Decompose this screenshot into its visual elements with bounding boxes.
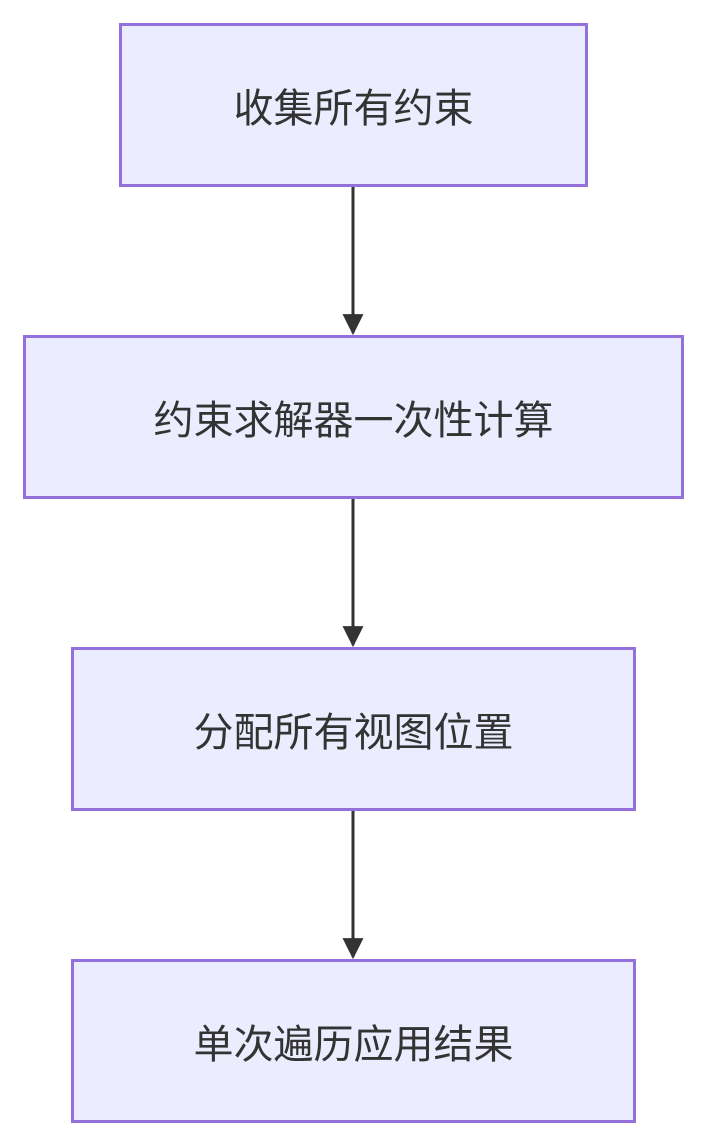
node-assign-positions: 分配所有视图位置 [71,647,636,811]
node-label: 单次遍历应用结果 [193,1022,514,1068]
node-label: 约束求解器一次性计算 [153,398,554,444]
node-apply-results: 单次遍历应用结果 [71,959,636,1123]
node-label: 分配所有视图位置 [193,710,514,756]
node-solver-compute: 约束求解器一次性计算 [23,335,684,499]
node-label: 收集所有约束 [233,86,474,132]
node-collect-constraints: 收集所有约束 [119,23,588,187]
